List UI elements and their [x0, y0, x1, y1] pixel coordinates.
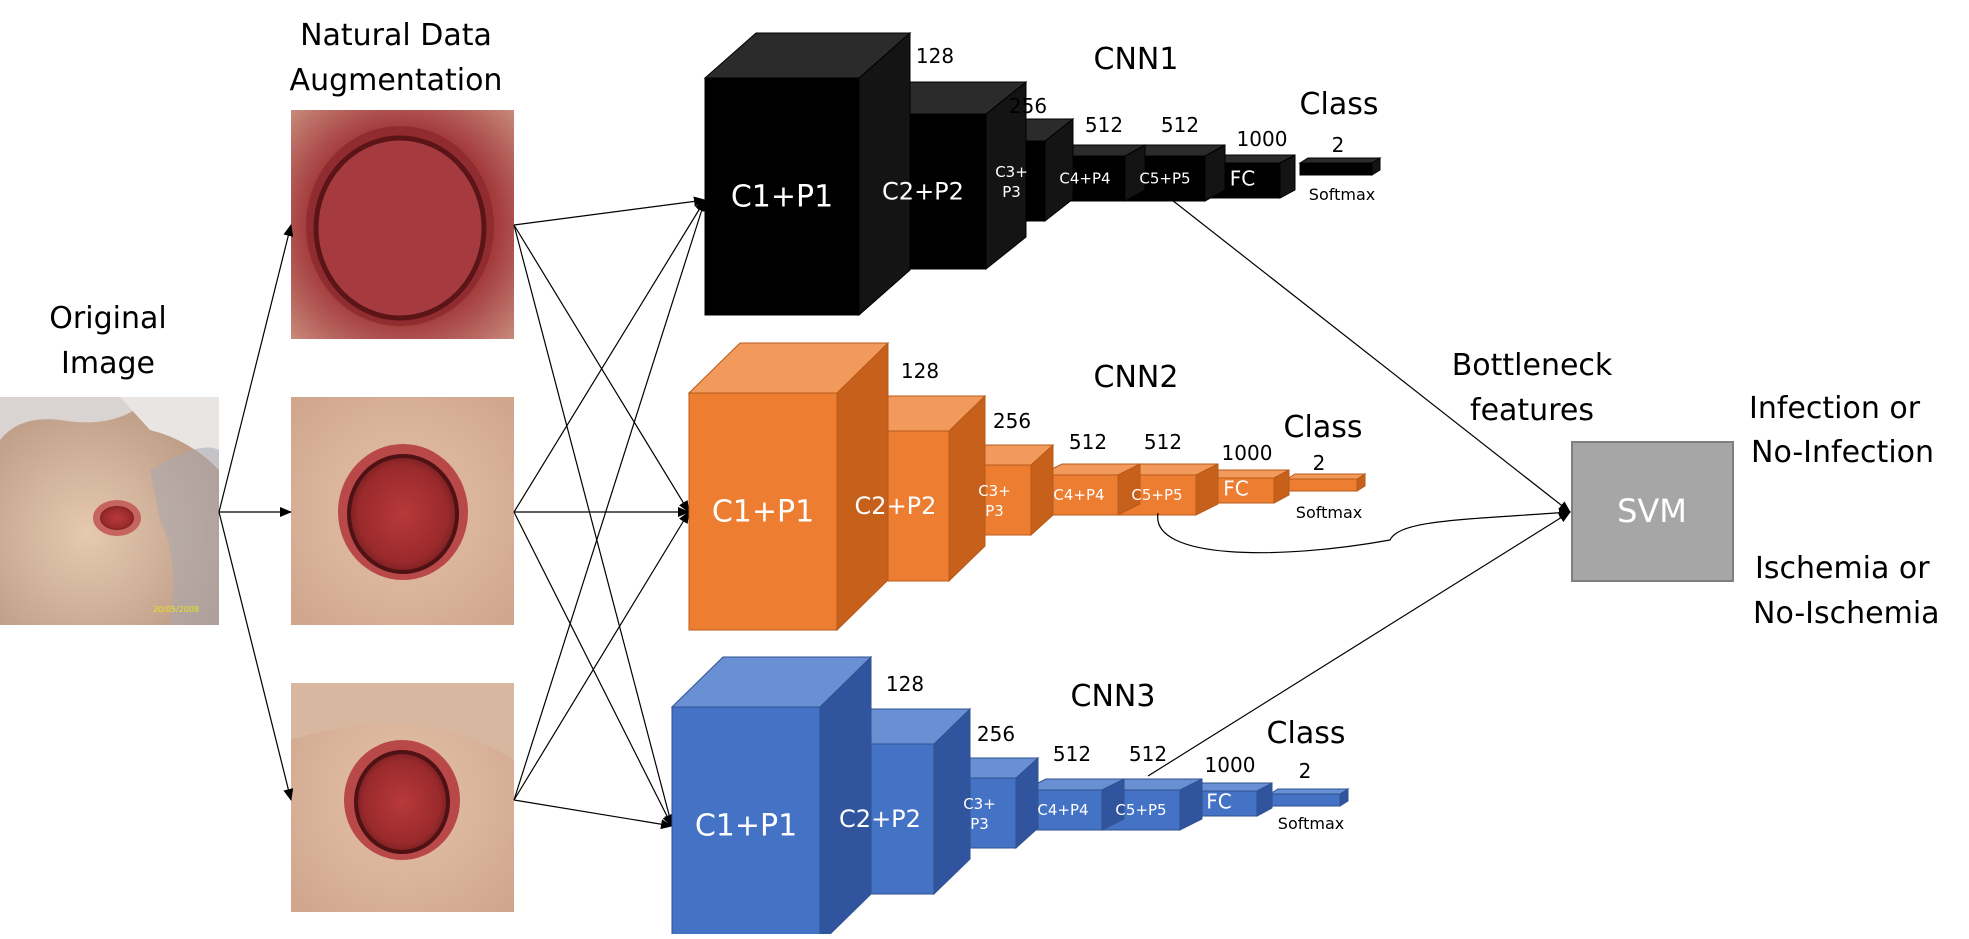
cnn3-softmax-label: Softmax — [1278, 814, 1344, 833]
cnn2-softmax-label: Softmax — [1296, 503, 1362, 522]
svg-text:Natural Data: Natural Data — [300, 18, 492, 53]
cnn2-channel-count: 256 — [993, 409, 1031, 433]
cnn1-layer-label: FC — [1230, 167, 1255, 191]
svm-label: SVM — [1617, 492, 1687, 530]
cnn2-channel-count: 512 — [1144, 430, 1182, 454]
cnn1-softmax-label: Softmax — [1309, 185, 1375, 204]
svg-text:No-Infection: No-Infection — [1751, 435, 1934, 470]
cnn3-softmax-block-top-face — [1268, 788, 1350, 795]
augmentation-label: Natural Data Augmentation — [290, 18, 503, 98]
cnn3-class-label: Class — [1267, 716, 1346, 751]
original-wound-photo: 20/05/2008 — [0, 397, 219, 625]
cnn1-class-label: Class — [1300, 87, 1379, 122]
cnn1-layer-1-front-face — [704, 77, 860, 316]
svg-text:Original: Original — [49, 301, 166, 336]
cnn1-layer-label: C2+P2 — [882, 178, 964, 206]
cnn1-layer-1 — [703, 31, 912, 317]
cnn1-title: CNN1 — [1094, 42, 1179, 77]
cnn2-layer-1-front-face — [688, 392, 838, 631]
cnn3-title: CNN3 — [1071, 679, 1156, 714]
augmented-photo-2 — [291, 397, 514, 625]
svg-text:Infection or: Infection or — [1749, 391, 1921, 426]
cnn3-network: C1+P1 C2+P2 C3+P3 C4+P4 C5+P5 FC 128 256 512 512 1… — [670, 655, 1350, 939]
cnn1-softmax-block-top-face — [1298, 157, 1382, 164]
svg-text:Image: Image — [61, 346, 155, 381]
svg-text:No-Ischemia: No-Ischemia — [1753, 596, 1940, 631]
cnn3-channel-count: 512 — [1129, 742, 1167, 766]
cnn3-channel-count: 512 — [1053, 742, 1091, 766]
svg-text:Augmentation: Augmentation — [290, 63, 503, 98]
cnn3-layer-label: C4+P4 — [1037, 801, 1088, 819]
cnn2-channel-count: 2 — [1313, 451, 1326, 475]
cnn2-layer-1 — [687, 341, 890, 632]
cnn3-layer-label: C2+P2 — [839, 805, 921, 833]
cnn1-network: C1+P1 C2+P2 C3+P3 C4+P4 C5+P5 FC 128 256 512 512 1… — [703, 31, 1382, 317]
cnn2-channel-count: 1000 — [1222, 441, 1273, 465]
cnn2-softmax-block-front-face — [1286, 478, 1358, 492]
cnn2-channel-count: 512 — [1069, 430, 1107, 454]
cnn2-layer-label: C1+P1 — [712, 495, 814, 530]
svg-text:features: features — [1470, 393, 1594, 428]
cnn2-layer-label: FC — [1223, 477, 1248, 501]
cnn2-layer-label: C5+P5 — [1131, 486, 1182, 504]
cnn1-channel-count: 512 — [1085, 113, 1123, 137]
cnn1-layer-label: C1+P1 — [731, 180, 833, 215]
cnn3-softmax-block — [1268, 788, 1350, 807]
cnn1-softmax-block-front-face — [1299, 162, 1373, 176]
cnn2-title: CNN2 — [1094, 360, 1179, 395]
cnn2-network: C1+P1 C2+P2 C3+P3 C4+P4 C5+P5 FC 128 256 512 512 1… — [687, 341, 1367, 632]
cnn2-softmax-block — [1285, 473, 1367, 492]
bottleneck-arrows — [1147, 199, 1571, 777]
augmented-photo-3 — [291, 683, 514, 912]
cnn1-channel-count: 1000 — [1237, 127, 1288, 151]
cnn3-channel-count: 128 — [886, 672, 924, 696]
augmented-photo-1 — [291, 110, 514, 339]
cnn2-layer-label: C4+P4 — [1053, 486, 1104, 504]
cnn1-channel-count: 2 — [1332, 133, 1345, 157]
cnn3-softmax-block-front-face — [1269, 793, 1341, 807]
cnn1-layer-label: C3+P3 — [995, 163, 1028, 201]
cnn3-layer-label: C5+P5 — [1115, 801, 1166, 819]
augmented-to-cnn-arrows — [513, 196, 707, 830]
original-to-augmented-arrows — [218, 224, 294, 801]
cnn2-softmax-block-top-face — [1285, 473, 1367, 480]
cnn3-layer-label: C3+P3 — [963, 795, 996, 833]
cnn1-softmax-block — [1298, 157, 1382, 176]
cnn3-layer-label: C1+P1 — [695, 809, 797, 844]
svg-text:Ischemia or: Ischemia or — [1755, 551, 1930, 586]
output-ischemia-label: Ischemia or No-Ischemia — [1753, 551, 1940, 631]
cnn3-layer-3 — [941, 756, 1040, 850]
cnn1-channel-count: 256 — [1009, 94, 1047, 118]
cnn3-layer-5 — [1101, 778, 1203, 831]
cnn2-channel-count: 128 — [901, 359, 939, 383]
cnn1-layer-label: C5+P5 — [1139, 170, 1190, 188]
cnn3-channel-count: 2 — [1299, 759, 1312, 783]
cnn3-layer-label: FC — [1206, 790, 1231, 814]
svm-classifier: SVM — [1571, 441, 1734, 582]
cnn1-layer-label: C4+P4 — [1059, 170, 1110, 188]
cnn3-layer-1 — [670, 655, 873, 939]
cnn1-channel-count: 128 — [916, 44, 954, 68]
cnn1-channel-count: 512 — [1161, 113, 1199, 137]
svg-text:20/05/2008: 20/05/2008 — [153, 605, 199, 614]
original-image-label: Original Image — [49, 301, 166, 381]
cnn2-layer-label: C2+P2 — [855, 492, 937, 520]
cnn3-layer-1-front-face — [671, 706, 821, 939]
cnn2-layer-label: C3+P3 — [978, 482, 1011, 520]
output-infection-label: Infection or No-Infection — [1749, 391, 1934, 470]
cnn3-channel-count: 1000 — [1205, 753, 1256, 777]
bottleneck-label: Bottleneck features — [1452, 348, 1613, 428]
svg-text:Bottleneck: Bottleneck — [1452, 348, 1613, 383]
cnn2-class-label: Class — [1284, 410, 1363, 445]
cnn3-channel-count: 256 — [977, 722, 1015, 746]
cnn1-layer-1-side-face — [858, 31, 911, 317]
